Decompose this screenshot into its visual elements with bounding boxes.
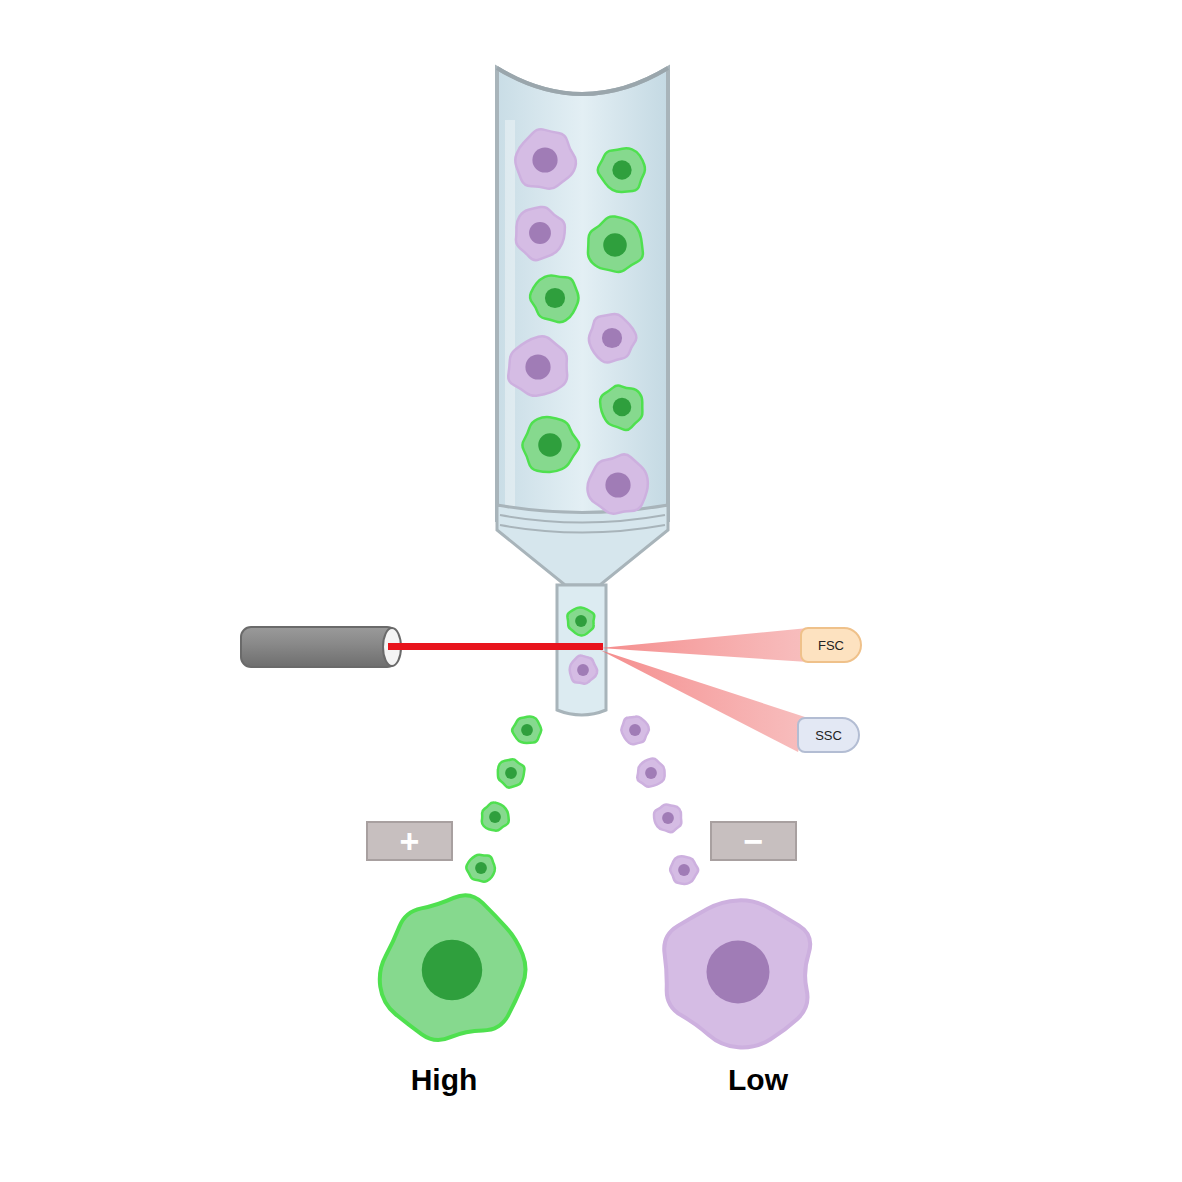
- node-label: +: [400, 824, 420, 858]
- cell-body: [516, 207, 565, 260]
- tube-threads: [500, 515, 665, 533]
- ssc-light: [600, 650, 808, 752]
- node-label: −: [744, 824, 764, 858]
- cell-nucleus: [532, 147, 557, 172]
- cell-nucleus: [489, 811, 501, 823]
- cell-body: [530, 275, 578, 322]
- cell-nucleus: [678, 864, 690, 876]
- cell-nucleus: [707, 941, 770, 1004]
- positive-plate: +: [366, 821, 453, 861]
- cell-body: [482, 802, 509, 830]
- tube-highlight: [505, 120, 515, 510]
- ssc-detector: SSC: [797, 717, 860, 753]
- fsc-detector: FSC: [800, 627, 862, 663]
- cell-body: [380, 895, 526, 1040]
- cell-nucleus: [525, 354, 550, 379]
- cell-body: [567, 607, 594, 635]
- cell-body: [587, 454, 647, 513]
- cell-body: [508, 336, 567, 396]
- cell-body: [670, 856, 698, 884]
- cell-nucleus: [575, 615, 587, 627]
- cell-body: [588, 216, 643, 272]
- cell-nucleus: [538, 433, 562, 457]
- cell-body: [600, 386, 642, 430]
- cell-nucleus: [629, 724, 641, 736]
- cell-body: [522, 417, 579, 472]
- cell-body: [466, 855, 495, 882]
- cell-nucleus: [662, 812, 674, 824]
- cell-body: [664, 900, 810, 1047]
- cell-nucleus: [521, 724, 533, 736]
- tube-body: [497, 68, 668, 520]
- tube-funnel: [497, 505, 668, 585]
- cell-nucleus: [505, 767, 517, 779]
- node-label: FSC: [818, 639, 844, 652]
- cell-body: [512, 716, 541, 743]
- cell-nucleus: [613, 398, 631, 416]
- cell-body: [515, 129, 576, 188]
- cell-body: [654, 804, 681, 832]
- cell-nucleus: [529, 222, 551, 244]
- cell-nucleus: [422, 940, 482, 1000]
- laser-beam: [388, 643, 603, 650]
- cell-body: [637, 758, 664, 786]
- cell-body: [621, 717, 649, 745]
- cell-nucleus: [645, 767, 657, 779]
- tube-rim: [497, 68, 668, 94]
- population-label: High: [411, 1063, 478, 1097]
- cell-nucleus: [605, 472, 630, 497]
- negative-plate: −: [710, 821, 797, 861]
- cell-body: [598, 148, 645, 192]
- cell-body: [589, 314, 636, 363]
- cell-nucleus: [612, 160, 631, 179]
- population-label: Low: [728, 1063, 788, 1097]
- laser-body: [241, 627, 397, 667]
- cell-body: [570, 655, 598, 683]
- fsc-light: [600, 628, 808, 662]
- cell-nucleus: [602, 328, 622, 348]
- cell-nucleus: [603, 233, 627, 257]
- cell-nucleus: [577, 664, 589, 676]
- cell-nucleus: [475, 862, 487, 874]
- node-label: SSC: [815, 729, 842, 742]
- cell-nucleus: [545, 288, 565, 308]
- cell-body: [498, 759, 525, 787]
